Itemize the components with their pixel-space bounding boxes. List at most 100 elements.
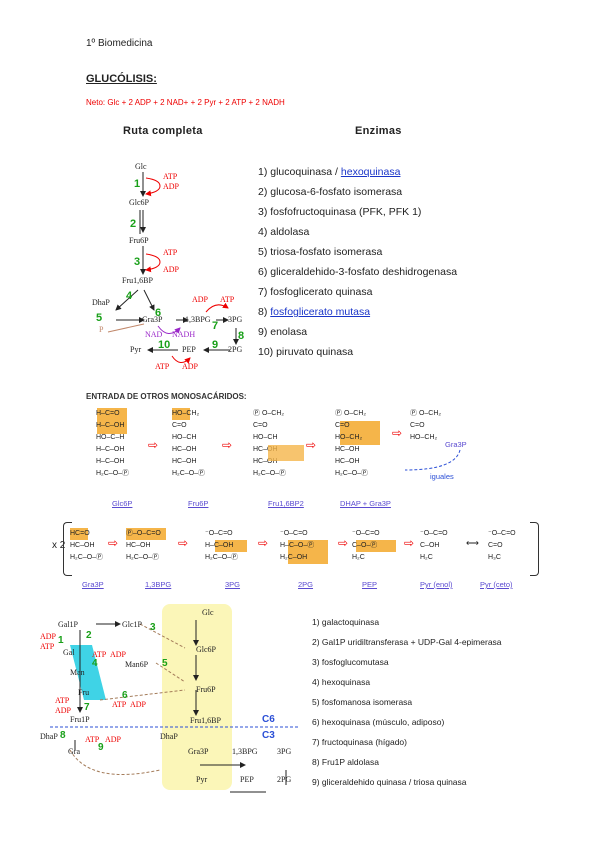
highlight-box [97,408,127,434]
map-enzyme-item: 5) fosfomanosa isomerasa [312,697,413,707]
label-iguales: iguales [430,472,454,481]
map-cofactor: ADP [40,632,57,641]
step-number: 2 [130,218,137,230]
map-metabolite: Man6P [125,660,149,669]
step-number: 4 [126,290,133,302]
cofactor-atp: ATP [155,362,170,371]
step-number: 5 [96,312,103,324]
cofactor-adp: ADP [163,182,180,191]
course-title: 1º Biomedicina [86,38,153,49]
map-metabolite: Man [70,668,85,677]
map-metabolite: Glc [202,608,214,617]
map-metabolite: Fru1P [70,715,90,724]
adp-atp-arc [205,302,229,313]
enzyme-item: 2) glucosa-6-fosfato isomerasa [258,186,403,198]
map-step-number: 8 [60,730,66,741]
arrow [143,289,155,311]
map-cofactor: ADP [55,706,72,715]
cofactor-atp: ATP [220,295,235,304]
map-metabolite: Gra [68,747,80,756]
label-3pg: 3PG [225,580,241,589]
metabolite-glc6p: Glc6P [129,198,149,207]
label-pyr-ceto: Pyr (ceto) [480,580,513,589]
label-glc6p: Glc6P [112,499,133,508]
col-header-route: Ruta completa [123,125,203,137]
map-metabolite: Gal1P [58,620,78,629]
arrow-right-icon: ⇨ [108,536,119,550]
enzyme-item: 9) enolasa [258,326,308,338]
label-fru6p: Fru6P [188,499,209,508]
col-header-enzymes: Enzimas [355,125,402,137]
arrow-right-icon: ⇨ [178,536,189,550]
cofactor-atp: ATP [163,172,178,181]
map-cofactor: ATP [112,700,127,709]
map-cofactor: ADP [105,735,122,744]
arrow-right-icon: ⇨ [222,438,233,452]
label-13bpg: 1,3BPG [145,580,172,589]
map-step-number: 2 [86,630,92,641]
cofactor-adp: ADP [163,265,180,274]
atp-adp-arc [171,355,191,364]
map-cofactor: ATP [40,642,55,651]
map-step-number: 4 [92,658,98,669]
map-metabolite: Glc6P [196,645,216,654]
equilibrium-arrow-icon: ⟷ [466,538,479,548]
highlight-box [288,540,328,564]
label-fru16bp2: Fru1,6BP2 [268,499,304,508]
highlight-box [172,408,190,420]
atp-adp-arc [145,177,161,197]
cofactor-nadh: NADH [172,330,196,339]
metabolite-bpg: 1,3BPG [185,315,211,324]
enzyme-item: 5) triosa-fosfato isomerasa [258,246,383,258]
map-metabolite: 2PG [277,775,292,784]
highlight-box [268,445,304,461]
arrow-right-icon: ⇨ [306,438,317,452]
enzyme-item: 4) aldolasa [258,226,310,238]
map-metabolite: 3PG [277,747,292,756]
metabolite-glc: Glc [135,162,147,171]
map-metabolite: Gra3P [188,747,209,756]
map-metabolite: DhaP [160,732,178,741]
bracket-right [530,522,539,576]
gal-man-fru-band [70,645,106,700]
highlight-box [340,421,380,445]
enzyme-link[interactable]: fosfoglicerato mutasa [270,306,371,318]
step-number: 9 [212,339,219,351]
label-pep: PEP [362,580,378,589]
map-enzyme-item: 7) fructoquinasa (hígado) [312,737,407,747]
map-enzyme-item: 6) hexoquinasa (músculo, adiposo) [312,717,445,727]
cofactor-nad: NAD [145,330,163,339]
enzyme-item: 10) piruvato quinasa [258,346,354,358]
bracket-left [63,522,72,576]
p-arrow [107,323,145,333]
arrow-right-icon: ⇨ [148,438,159,452]
map-enzyme-item: 8) Fru1P aldolasa [312,757,379,767]
map-enzyme-item: 4) hexoquinasa [312,677,371,687]
highlight-box [126,528,166,540]
highlight-box [215,540,247,552]
map-cofactor: ATP [92,650,107,659]
enzyme-link[interactable]: hexoquinasa [340,166,401,178]
map-metabolite: Glc1P [122,620,142,629]
step-number: 3 [134,256,141,268]
map-enzyme-item: 1) galactoquinasa [312,617,380,627]
highlight-box [356,540,396,552]
map-metabolite: Fru1,6BP [190,716,221,725]
enzyme-item: 6) gliceraldehido-3-fosfato deshidrogena… [258,266,458,278]
arrow-right-icon: ⇨ [392,426,403,440]
map-enzyme-item: 3) fosfoglucomutasa [312,657,389,667]
metabolic-map-arrows [50,620,300,793]
step-number: 7 [212,320,219,332]
map-cofactor: ATP [85,735,100,744]
metabolite-2pg: 2PG [228,345,243,354]
arrow-right-icon: ⇨ [338,536,349,550]
